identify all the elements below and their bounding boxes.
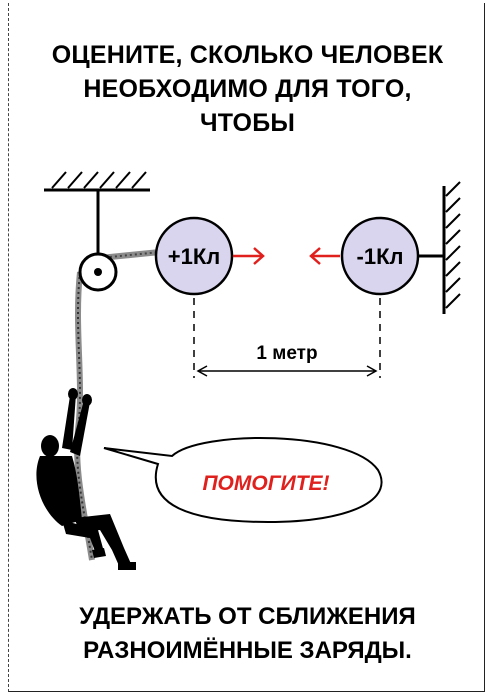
charge-negative: -1Кл [340, 216, 420, 296]
wall-support [416, 181, 461, 314]
charge-positive: +1Кл [154, 216, 234, 296]
force-arrow-left [309, 247, 340, 265]
distance-dimension: 1 метр [193, 298, 381, 378]
distance-label: 1 метр [256, 343, 317, 364]
speech-text: ПОМОГИТЕ! [202, 472, 329, 495]
page-frame [8, 3, 485, 692]
pulley [78, 252, 118, 292]
ceiling-support [44, 171, 150, 258]
charge-negative-label: -1Кл [357, 244, 404, 269]
force-arrow-right [233, 247, 265, 265]
climber-silhouette [36, 388, 136, 570]
rope [74, 249, 161, 561]
speech-bubble: ПОМОГИТЕ! [103, 436, 383, 524]
charge-positive-label: +1Кл [168, 244, 221, 269]
page-footer-text: УДЕРЖАТЬ ОТ СБЛИЖЕНИЯ РАЗНОИМЁННЫЕ ЗАРЯД… [79, 603, 416, 664]
page-title: ОЦЕНИТЕ, СКОЛЬКО ЧЕЛОВЕК НЕОБХОДИМО ДЛЯ … [51, 41, 444, 137]
